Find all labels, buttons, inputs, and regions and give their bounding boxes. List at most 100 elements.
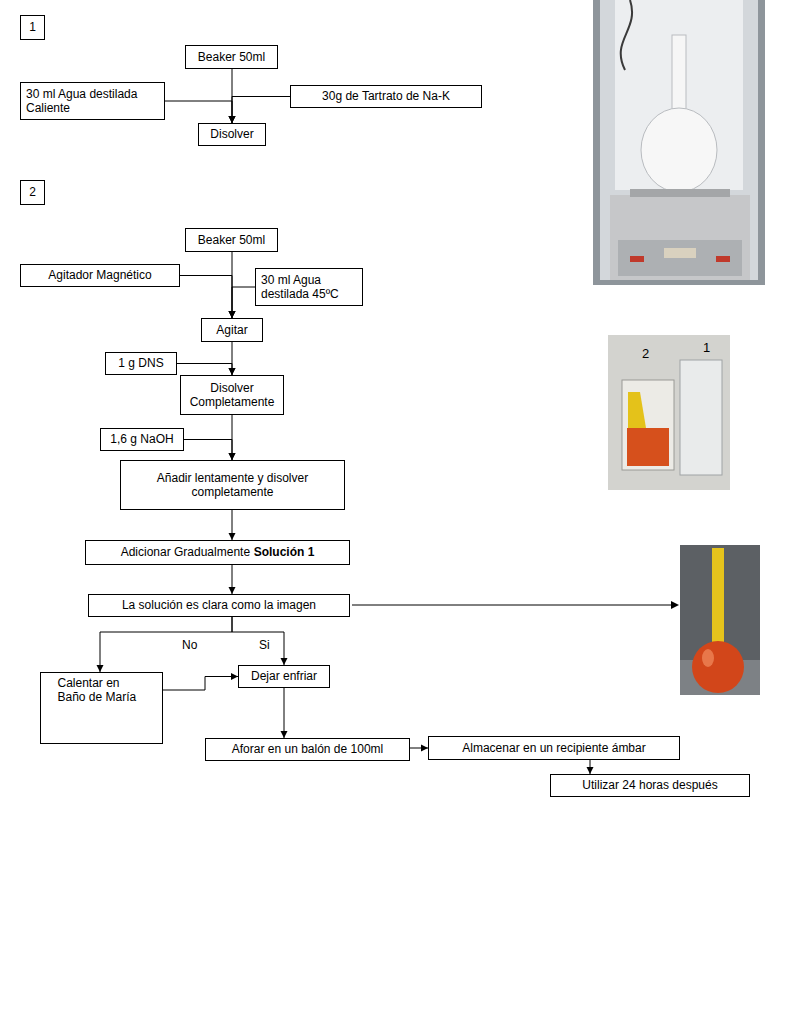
arrowhead [231, 673, 238, 680]
connector-line [177, 364, 232, 376]
yellow-streak [628, 392, 646, 428]
box-text: Añadir lentamente y disolver completamen… [126, 471, 339, 500]
arrowhead [229, 116, 236, 123]
box-text: 30g de Tartrato de Na-K [296, 89, 476, 103]
connector [229, 97, 291, 124]
flask-photo [680, 545, 760, 695]
box-content: Calentar en Baño de María [58, 676, 146, 705]
box-text: Aforar en un balón de 100ml [211, 742, 404, 756]
box-text: Disolver Completamente [186, 381, 278, 410]
box-content: Beaker 50ml [191, 233, 272, 247]
photo-ground [608, 335, 730, 490]
box-content: 1 [26, 20, 39, 34]
connector [410, 745, 428, 752]
balance-body [610, 195, 750, 280]
box-text: 2 [26, 185, 39, 199]
connector-line [100, 617, 232, 672]
connector [229, 287, 256, 318]
process-box: 1,6 g NaOH [100, 428, 184, 451]
connector [229, 342, 236, 375]
photo-label: 1 [703, 340, 710, 356]
process-box: 1 g DNS [105, 352, 177, 375]
connector-line [184, 440, 232, 461]
connector-line [163, 677, 238, 691]
connector-line [232, 287, 255, 318]
process-box: Agitador Magnético [20, 264, 180, 287]
beakers-photo [608, 335, 730, 490]
photo-ground [593, 0, 765, 285]
flask-neck [672, 35, 686, 110]
box-text: Agitar [207, 323, 257, 337]
arrowhead [281, 731, 288, 738]
box-content: Utilizar 24 horas después [556, 778, 744, 792]
process-box: La solución es clara como la imagen [88, 594, 350, 617]
arrowhead [229, 116, 236, 123]
box-content: Dejar enfriar [244, 669, 324, 683]
arrowhead [671, 601, 679, 609]
connector [184, 440, 236, 461]
process-box: Disolver [198, 123, 266, 146]
box-content: Aforar en un balón de 100ml [211, 742, 404, 756]
box-content: Añadir lentamente y disolver completamen… [126, 471, 339, 500]
flask-highlight [702, 649, 714, 667]
box-content: Almacenar en un recipiente ámbar [434, 741, 674, 755]
box-text: 1,6 g NaOH [106, 432, 178, 446]
process-box: Utilizar 24 horas después [550, 774, 750, 797]
connector [229, 565, 236, 594]
box-text: Agitador Magnético [26, 268, 174, 282]
process-box: Agitar [201, 318, 263, 342]
connector-line [232, 97, 290, 124]
process-box: Añadir lentamente y disolver completamen… [120, 460, 345, 510]
box-text: Utilizar 24 horas después [556, 778, 744, 792]
arrowhead [421, 745, 428, 752]
flask-body [641, 108, 717, 192]
connector-line [180, 276, 232, 319]
box-content: 30g de Tartrato de Na-K [296, 89, 476, 103]
pointer-line [352, 605, 672, 606]
process-box: Disolver Completamente [180, 375, 284, 415]
box-text: La solución es clara como la imagen [94, 598, 344, 612]
connector [587, 760, 594, 774]
box-text: Beaker 50ml [191, 50, 272, 64]
box-text: 30 ml Agua destilada 45ºC [261, 273, 357, 302]
balance-display [664, 248, 696, 258]
box-content: 30 ml Agua destilada 45ºC [261, 273, 357, 302]
arrowhead [229, 311, 236, 318]
box-content: Agitador Magnético [26, 268, 174, 282]
flask-body [692, 641, 744, 693]
box-content: 1,6 g NaOH [106, 432, 178, 446]
connector [177, 364, 236, 376]
balance-pan [630, 189, 730, 197]
cable [621, 0, 632, 70]
arrowhead [281, 658, 288, 665]
box-text: Calentar en Baño de María [58, 676, 146, 705]
arrowhead [229, 116, 236, 123]
process-box: 1 [20, 15, 45, 40]
balance-button [630, 256, 644, 262]
hood-interior [600, 0, 758, 280]
arrowhead [229, 311, 236, 318]
box-text: 1 g DNS [111, 356, 171, 370]
process-box: Beaker 50ml [185, 45, 278, 69]
process-box: 2 [20, 180, 45, 205]
connector [229, 415, 236, 460]
arrowhead [97, 665, 104, 672]
connector [232, 617, 288, 665]
box-text: 30 ml Agua destilada Caliente [26, 87, 159, 116]
process-box: Adicionar GradualmenteSolución 1 [85, 540, 350, 565]
box-text: Disolver [204, 127, 260, 141]
connector-line [284, 688, 285, 738]
edge-label: No [180, 638, 199, 652]
box-text: Almacenar en un recipiente ámbar [434, 741, 674, 755]
process-box: 30 ml Agua destilada Caliente [20, 82, 165, 120]
process-box: 30g de Tartrato de Na-K [290, 85, 482, 108]
arrowhead [229, 587, 236, 594]
connector [163, 673, 238, 690]
balance-photo [593, 0, 765, 285]
connector [281, 688, 288, 738]
photo-label: 2 [642, 346, 649, 362]
box-content: Agitar [207, 323, 257, 337]
